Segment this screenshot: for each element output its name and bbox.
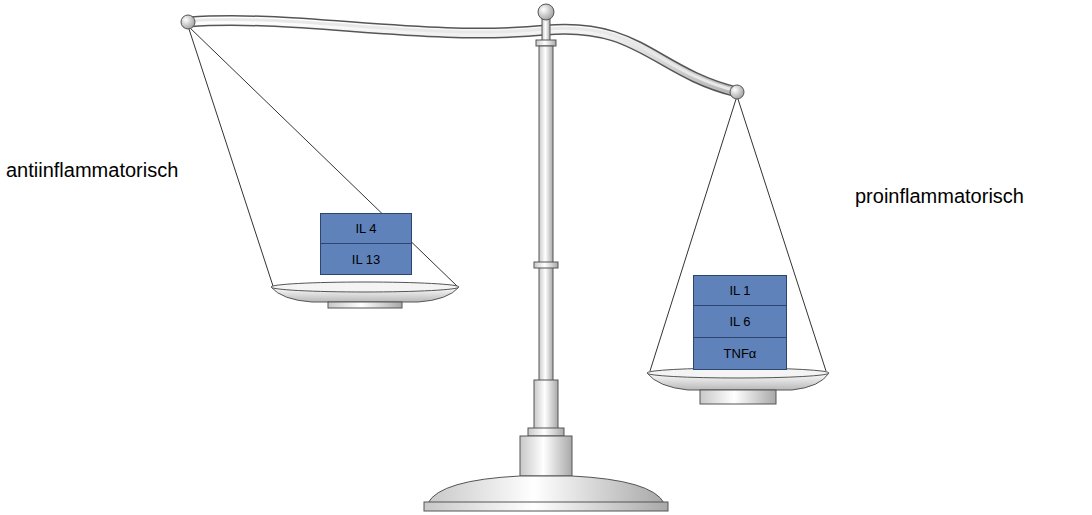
cytokine-block: TNFα [693,337,787,370]
side-label: antiinflammatorisch [6,159,178,182]
cytokine-block: IL 1 [693,275,787,306]
cytokine-name: IL 4 [355,221,376,236]
scale-post [424,18,668,511]
right-pan [647,368,829,404]
cytokine-name: TNFα [724,346,757,361]
scale-beam [188,20,737,92]
pan-strings [188,26,826,371]
beam-knobs [181,4,744,99]
cytokine-block: IL 13 [320,243,412,275]
cytokine-block: IL 6 [693,305,787,338]
cytokine-name: IL 6 [729,314,750,329]
cytokine-name: IL 1 [729,283,750,298]
cytokine-block: IL 4 [320,213,412,244]
cytokine-name: IL 13 [352,252,380,267]
side-label: proinflammatorisch [855,185,1024,208]
left-pan [271,282,459,308]
